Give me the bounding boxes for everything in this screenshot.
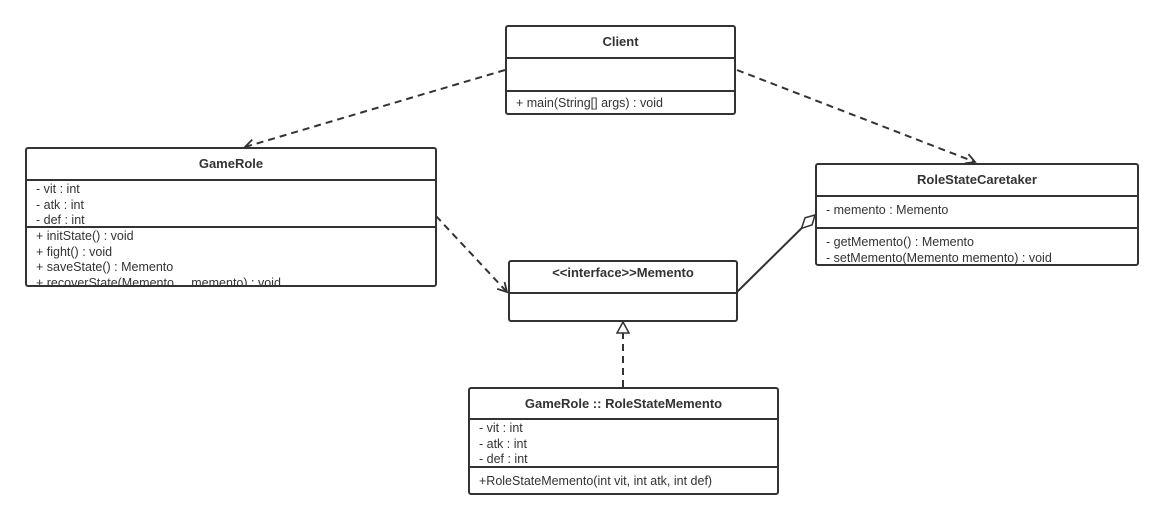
- aggregation-caretaker-memento: [736, 215, 815, 293]
- attributes-section: - memento : Memento: [817, 197, 1137, 227]
- method: + fight() : void: [36, 244, 113, 259]
- methods-section: + main(String[] args) : void: [507, 90, 734, 113]
- method: + main(String[] args) : void: [516, 96, 663, 110]
- method: - getMemento() : Memento: [826, 235, 974, 249]
- class-name: RoleStateCaretaker: [817, 165, 1137, 197]
- dependency-client-caretaker: [736, 69, 977, 165]
- attribute: - def : int: [36, 213, 85, 226]
- attribute: - memento : Memento: [826, 203, 949, 217]
- body-section: [510, 294, 736, 320]
- class-name: <<interface>>Memento: [510, 262, 736, 294]
- methods-section: - getMemento() : Memento - setMemento(Me…: [817, 227, 1137, 264]
- class-rolestatecaretaker[interactable]: RoleStateCaretaker - memento : Memento -…: [815, 163, 1139, 266]
- class-gamerole[interactable]: GameRole - vit : int - atk : int - def :…: [25, 147, 437, 287]
- attribute: - def : int: [479, 452, 528, 466]
- attributes-section: - vit : int - atk : int - def : int: [470, 420, 777, 466]
- attribute: - atk : int: [479, 436, 527, 451]
- dependency-gamerole-memento: [435, 215, 509, 294]
- interface-memento[interactable]: <<interface>>Memento: [508, 260, 738, 322]
- dependency-client-gamerole: [243, 69, 506, 151]
- class-rolestatememento[interactable]: GameRole :: RoleStateMemento - vit : int…: [468, 387, 779, 495]
- attributes-section: [507, 59, 734, 90]
- class-client[interactable]: Client + main(String[] args) : void: [505, 25, 736, 115]
- method: - setMemento(Memento memento) : void: [826, 250, 1052, 265]
- methods-section: + initState() : void + fight() : void + …: [27, 226, 435, 287]
- attribute: - vit : int: [36, 182, 80, 196]
- attribute: - atk : int: [36, 197, 84, 212]
- method: + saveState() : Memento: [36, 260, 174, 274]
- attribute: - vit : int: [479, 421, 523, 435]
- class-name: GameRole: [27, 149, 435, 181]
- class-name: Client: [507, 27, 734, 59]
- methods-section: +RoleStateMemento(int vit, int atk, int …: [470, 466, 777, 493]
- method: +RoleStateMemento(int vit, int atk, int …: [479, 474, 713, 488]
- method: + initState() : void: [36, 229, 134, 243]
- attributes-section: - vit : int - atk : int - def : int: [27, 181, 435, 226]
- method: + recoverState(Memento memento) : void: [36, 275, 281, 287]
- class-name: GameRole :: RoleStateMemento: [470, 389, 777, 420]
